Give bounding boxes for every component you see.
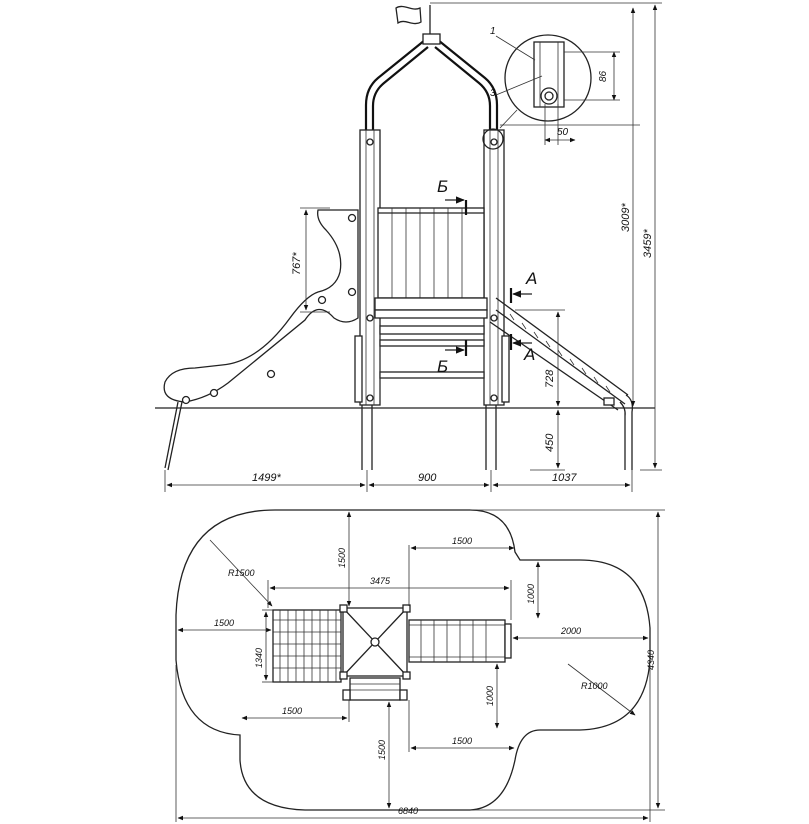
plan-tower	[339, 604, 411, 680]
right-post	[482, 128, 505, 470]
svg-text:1500: 1500	[214, 618, 234, 628]
dim-top-offset: 1500	[337, 511, 352, 607]
section-mark-b-bottom: Б	[437, 340, 468, 376]
svg-text:1500: 1500	[377, 740, 387, 760]
radius-left: R1500	[209, 539, 273, 607]
lower-ladder	[354, 325, 510, 403]
detail-part-1: 1	[490, 26, 496, 37]
dim-top-right: 1500	[408, 536, 515, 606]
dim-bottom-left: 1500	[241, 700, 350, 722]
dim-bottom-row: 1499* 900 1037	[164, 470, 633, 492]
dim-stair-height: 728	[515, 309, 565, 407]
detail-width: 50	[557, 127, 569, 138]
dim-slide-length: 1499*	[252, 472, 281, 484]
dim-total-width: 6840	[175, 665, 651, 822]
dim-bottom-right: 1500	[408, 700, 515, 752]
svg-text:3009*: 3009*	[620, 203, 632, 232]
svg-text:Б: Б	[437, 357, 448, 376]
stairs	[489, 297, 634, 470]
svg-text:1000: 1000	[526, 584, 536, 604]
svg-text:450: 450	[544, 433, 556, 452]
dim-complex-length: 3475	[267, 576, 512, 620]
section-mark-b-top: Б	[437, 177, 468, 215]
dim-bottom-offset: 1500	[377, 701, 392, 809]
dim-platform-width: 900	[418, 472, 437, 484]
svg-text:R1500: R1500	[228, 568, 255, 578]
svg-text:2000: 2000	[560, 626, 581, 636]
section-mark-a-bottom: А	[509, 334, 535, 364]
plan-stairs	[408, 619, 512, 663]
railing-panel	[377, 207, 485, 299]
dim-platform-above-ground: 450	[530, 409, 565, 471]
dim-stair-top: 1000	[526, 561, 541, 619]
slide	[163, 209, 359, 471]
detail-callout: 1 3 86 50	[490, 26, 620, 145]
roof-arches	[364, 33, 499, 130]
svg-text:1000: 1000	[485, 686, 495, 706]
svg-text:1500: 1500	[452, 736, 472, 746]
svg-text:1500: 1500	[452, 536, 472, 546]
svg-text:4340: 4340	[646, 650, 656, 670]
svg-text:1500: 1500	[337, 548, 347, 568]
dim-left-offset: 1500	[177, 618, 272, 633]
left-post	[359, 129, 381, 470]
svg-text:767*: 767*	[291, 252, 303, 275]
svg-text:А: А	[525, 269, 537, 288]
plan-slide	[272, 609, 342, 683]
plan-view: R1500 R1000 3475 1500 1500 1500	[175, 509, 665, 822]
svg-text:Б: Б	[437, 177, 448, 196]
section-mark-a-top: А	[509, 269, 537, 303]
radius-right: R1000	[567, 663, 636, 716]
detail-height: 86	[598, 70, 609, 82]
plan-lower-ladder	[342, 677, 408, 701]
svg-text:3475: 3475	[370, 576, 391, 586]
dim-stair-bottom: 1000	[485, 663, 500, 729]
safety-zone-outline	[175, 509, 651, 811]
svg-text:3459*: 3459*	[642, 229, 654, 258]
dim-right-offset: 2000	[512, 626, 649, 641]
dim-slide-depth: 1340	[254, 609, 273, 683]
detail-part-3: 3	[490, 88, 496, 99]
dim-slide-wall: 767*	[291, 207, 330, 313]
dim-total-height: 3459*	[430, 2, 662, 471]
platform-deck	[374, 297, 488, 319]
svg-text:728: 728	[544, 369, 556, 388]
svg-text:1340: 1340	[254, 648, 264, 668]
svg-text:А: А	[523, 345, 535, 364]
svg-text:1500: 1500	[282, 706, 302, 716]
svg-text:6840: 6840	[398, 806, 418, 816]
dim-frame-height: 3009*	[500, 7, 640, 407]
dim-total-depth: 4340	[470, 509, 665, 811]
dim-stair-length: 1037	[552, 472, 577, 484]
flag	[395, 5, 431, 38]
svg-text:R1000: R1000	[581, 681, 608, 691]
elevation-view: Б Б А А 1 3	[155, 2, 662, 492]
